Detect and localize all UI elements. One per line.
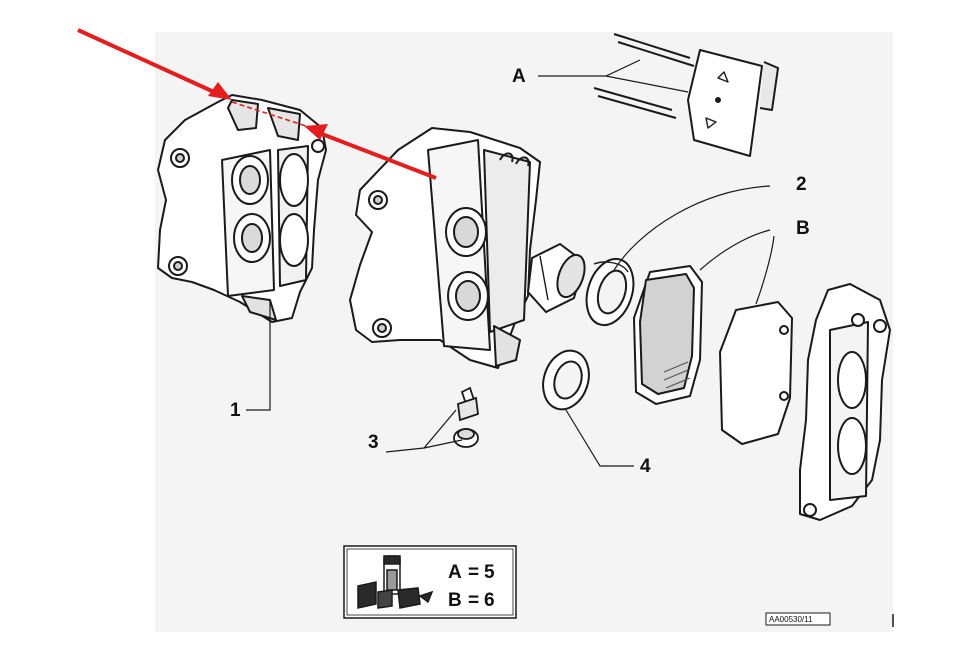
piston-seal-part-2 — [585, 257, 635, 327]
dust-boot-part-4 — [542, 349, 590, 411]
brake-pad-front — [633, 265, 703, 405]
caliper-center-half — [349, 127, 541, 369]
qty-row-a-letter: A — [448, 562, 462, 583]
qty-row-b-letter: B — [448, 590, 462, 611]
piston — [526, 242, 586, 314]
caliper-right-half — [799, 283, 891, 521]
reference-dashed-line — [231, 101, 307, 127]
caliper-left-assembled — [157, 94, 327, 323]
leader-lines — [246, 59, 775, 467]
quantity-legend-box: A = 5 B = 6 — [343, 545, 517, 619]
callout-A: A — [512, 66, 526, 87]
callout-B: B — [796, 218, 810, 239]
reference-code: AA00530/11 — [769, 615, 813, 624]
qty-row-a-value: 5 — [484, 562, 495, 583]
callout-1: 1 — [230, 400, 241, 421]
grease-tube-icon — [357, 555, 434, 609]
brake-pad-rear — [719, 301, 793, 445]
callout-2: 2 — [796, 174, 807, 195]
arrow-head-right-icon — [304, 124, 328, 140]
arrow-head-left-icon — [208, 82, 232, 100]
reference-code-tag: AA00530/11 — [765, 612, 831, 626]
qty-row-b-eq: = — [468, 590, 479, 611]
bleed-screw-part-3 — [453, 386, 479, 448]
qty-row-a-eq: = — [468, 562, 479, 583]
qty-row-b-value: 6 — [484, 590, 495, 611]
red-indicator-arrows — [77, 28, 437, 180]
callout-3: 3 — [368, 432, 379, 453]
callout-4: 4 — [640, 456, 651, 477]
pad-retainer-spring-part-A — [593, 33, 779, 157]
